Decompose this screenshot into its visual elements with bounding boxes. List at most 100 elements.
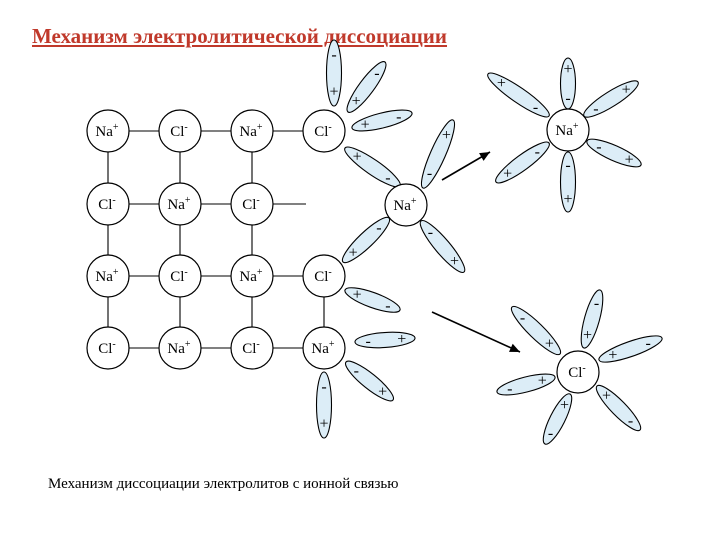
transition-arrow [431, 311, 521, 353]
water-dipole: +- [346, 61, 387, 113]
svg-text:-: - [594, 295, 599, 312]
ions: Na+ Cl- Na+ Cl- Cl- Na+ Cl- Na+ Cl- Na+ Cl- Cl- Na+ C… [86, 108, 600, 394]
svg-text:+: + [560, 397, 569, 414]
svg-text:Na+: Na+ [311, 339, 335, 357]
svg-text:-: - [396, 108, 401, 125]
chloride-ion: Cl- [86, 182, 130, 226]
water-dipole: -+ [341, 216, 391, 264]
svg-text:-: - [593, 101, 598, 118]
svg-text:-: - [645, 335, 650, 352]
water-dipole: -+ [315, 371, 333, 439]
sodium-ion: Na+ [384, 183, 428, 227]
svg-text:+: + [450, 253, 459, 270]
svg-text:+: + [349, 244, 358, 261]
svg-text:Cl-: Cl- [170, 267, 188, 285]
water-dipole: +- [496, 372, 556, 398]
water-dipole: -+ [583, 80, 639, 118]
water-dipole: -+ [344, 360, 395, 402]
svg-text:Na+: Na+ [167, 339, 191, 357]
transition-arrow [441, 151, 491, 181]
water-dipole: -+ [559, 151, 577, 213]
chloride-ion: Cl- [302, 254, 346, 298]
svg-text:-: - [321, 379, 326, 396]
svg-text:+: + [397, 331, 406, 348]
water-dipole: -+ [586, 138, 642, 169]
svg-text:-: - [628, 412, 633, 429]
water-dipole: +- [542, 393, 573, 445]
svg-text:-: - [385, 298, 390, 315]
svg-text:-: - [385, 170, 390, 187]
chloride-ion: Cl- [556, 350, 600, 394]
chloride-ion: Cl- [86, 326, 130, 370]
svg-text:+: + [497, 75, 506, 92]
chloride-ion: Cl- [158, 254, 202, 298]
water-dipole: -+ [487, 72, 550, 118]
sodium-ion: Na+ [230, 254, 274, 298]
svg-text:Cl-: Cl- [568, 363, 586, 381]
water-molecules: +-+-+-+-+--+-+-+-+-+-+-+-+-+-+-+-++-+-+-… [315, 39, 663, 445]
svg-text:Na+: Na+ [555, 121, 579, 139]
svg-text:Cl-: Cl- [98, 195, 116, 213]
svg-text:+: + [503, 165, 512, 182]
chloride-ion: Cl- [158, 109, 202, 153]
svg-text:+: + [622, 81, 631, 98]
svg-text:Cl-: Cl- [314, 122, 332, 140]
sodium-ion: Na+ [546, 108, 590, 152]
svg-text:-: - [374, 65, 379, 82]
arrows [431, 151, 521, 353]
svg-text:-: - [376, 220, 381, 237]
svg-text:Cl-: Cl- [314, 267, 332, 285]
sodium-ion: Na+ [86, 109, 130, 153]
svg-text:Cl-: Cl- [242, 195, 260, 213]
svg-text:+: + [625, 152, 634, 169]
svg-text:-: - [428, 224, 433, 241]
water-dipole: +- [598, 335, 663, 364]
svg-text:+: + [563, 61, 572, 78]
svg-text:+: + [329, 83, 338, 100]
sodium-ion: Na+ [158, 326, 202, 370]
svg-text:-: - [507, 381, 512, 398]
svg-text:Na+: Na+ [239, 267, 263, 285]
svg-text:-: - [354, 362, 359, 379]
water-dipole: +- [344, 146, 401, 188]
svg-text:-: - [427, 165, 432, 182]
sodium-ion: Na+ [158, 182, 202, 226]
diagram-caption: Механизм диссоциации электролитов с ионн… [48, 476, 399, 492]
svg-text:-: - [548, 425, 553, 442]
svg-text:+: + [608, 347, 617, 364]
svg-text:Cl-: Cl- [170, 122, 188, 140]
svg-text:-: - [535, 144, 540, 161]
svg-text:+: + [583, 327, 592, 344]
svg-text:Na+: Na+ [95, 267, 119, 285]
chloride-ion: Cl- [230, 182, 274, 226]
svg-text:-: - [366, 333, 371, 350]
water-dipole: +- [325, 39, 343, 107]
svg-text:+: + [563, 191, 572, 208]
svg-text:+: + [442, 127, 451, 144]
water-dipole: +- [510, 305, 562, 356]
water-dipole: +- [595, 384, 642, 432]
svg-text:Na+: Na+ [393, 196, 417, 214]
svg-text:+: + [545, 336, 554, 353]
water-dipole: -+ [559, 57, 577, 110]
svg-text:-: - [331, 47, 336, 64]
water-dipole: -+ [420, 119, 456, 189]
svg-text:Cl-: Cl- [242, 339, 260, 357]
svg-text:+: + [352, 93, 361, 110]
water-dipole: -+ [354, 331, 416, 350]
water-dipole: +- [580, 289, 604, 349]
svg-text:Na+: Na+ [167, 195, 191, 213]
water-dipole: -+ [419, 219, 466, 274]
svg-text:-: - [565, 157, 570, 174]
svg-text:+: + [353, 286, 362, 303]
svg-text:-: - [533, 99, 538, 116]
chloride-ion: Cl- [230, 326, 274, 370]
svg-text:-: - [596, 138, 601, 155]
svg-text:Cl-: Cl- [98, 339, 116, 357]
svg-text:+: + [602, 388, 611, 405]
lattice-bonds [107, 130, 325, 349]
water-dipole: -+ [495, 141, 550, 184]
water-dipole: +- [351, 108, 413, 134]
svg-text:-: - [565, 90, 570, 107]
